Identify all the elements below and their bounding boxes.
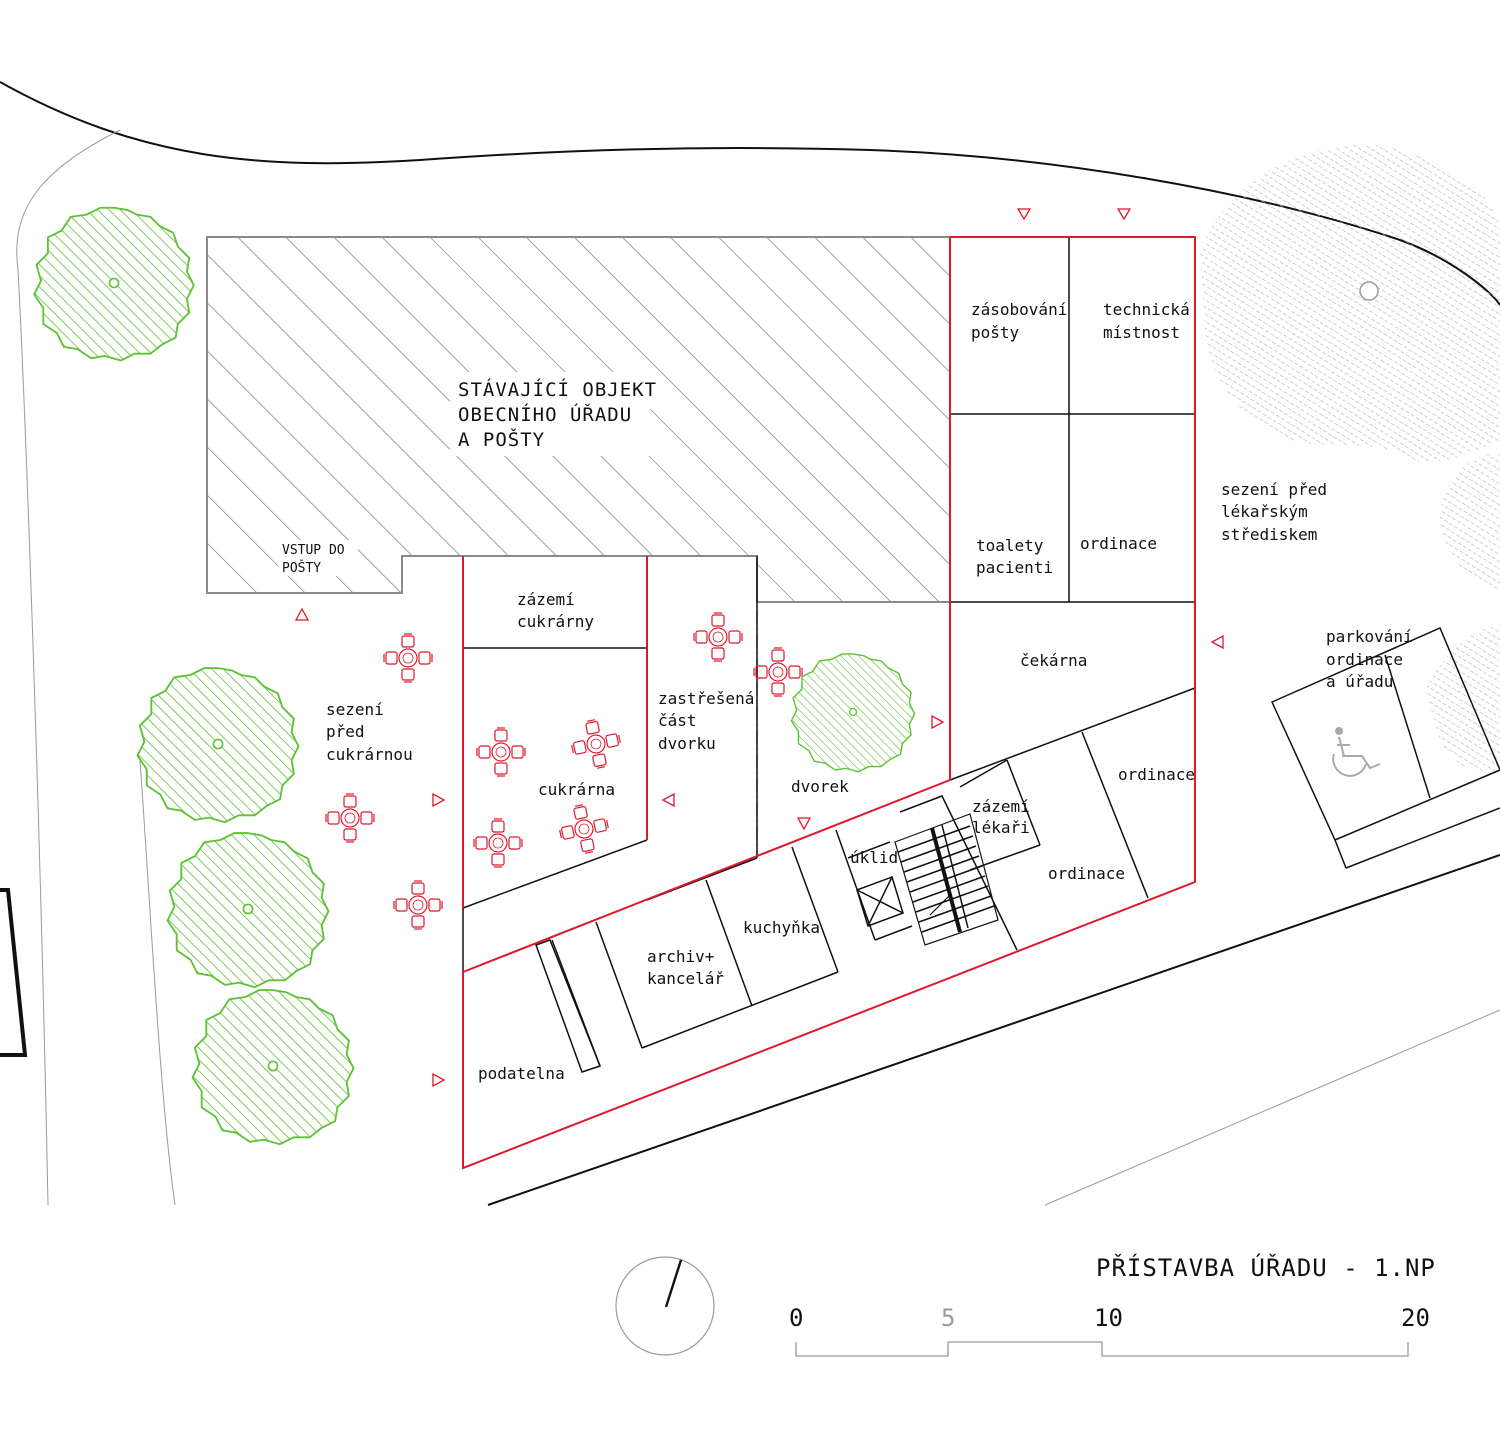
scale-label-5: 5 <box>941 1304 955 1332</box>
outdoor-sezeni-lekarske-label-2: lékařským <box>1221 502 1308 521</box>
existing-building-label-2: OBECNÍHO ÚŘADU <box>458 402 632 426</box>
room-technicka-label-1: technická <box>1103 300 1190 319</box>
room-zastresena-label-2: část <box>658 711 697 730</box>
room-zazemi-cukrarny-label-2: cukrárny <box>517 612 594 631</box>
table-with-four-chairs-icon-3 <box>393 880 443 930</box>
elevator-icon <box>856 876 904 927</box>
room-archiv-label-1: archiv+ <box>647 947 714 966</box>
tree-icon-5 <box>790 653 916 773</box>
existing-tree-grey <box>1359 281 1379 301</box>
greenery-hatch-3 <box>1425 625 1500 772</box>
outdoor-sezeni-cukrarna-label-3: cukrárnou <box>326 745 413 764</box>
tree-icon-3 <box>166 832 330 989</box>
greenery-hatch <box>1200 144 1500 463</box>
existing-label-bg <box>450 372 650 456</box>
outdoor-sezeni-lekarske-label-1: sezení před <box>1221 480 1327 499</box>
room-zazemi-lekari-label-1: zázemí <box>972 797 1030 816</box>
greenery-hatch-2 <box>1440 454 1500 590</box>
outdoor-parkovani-label-1: parkování <box>1326 627 1413 646</box>
post-entrance-label-1: VSTUP DO <box>282 543 345 558</box>
room-toalety-label-1: toalety <box>976 536 1044 555</box>
outdoor-sezeni-cukrarna-label-2: před <box>326 722 365 741</box>
room-toalety-label-2: pacienti <box>976 558 1053 577</box>
scale-label-0: 0 <box>789 1304 803 1332</box>
outdoor-sezeni-lekarske-label-3: střediskem <box>1221 525 1317 544</box>
table-with-four-chairs-icon-2 <box>325 793 375 843</box>
neighbor-building <box>0 888 28 1057</box>
path-left-inner <box>139 759 176 1206</box>
room-zasobovani-label-1: zásobování <box>971 300 1067 319</box>
table-with-four-chairs-icon-9 <box>753 647 803 697</box>
existing-building-label-1: STÁVAJÍCÍ OBJEKT <box>458 378 657 401</box>
staircase <box>894 813 999 946</box>
room-kuchynka-label: kuchyňka <box>743 918 820 937</box>
room-cekarna-label: čekárna <box>1020 651 1087 670</box>
post-entrance-bg <box>278 540 358 576</box>
existing-building-label-3: A POŠTY <box>458 427 545 451</box>
svg-text:archiv+kancelář: archiv+ kancelář <box>647 947 724 988</box>
room-zazemi-lekari-label-2: lékaři <box>972 818 1030 837</box>
room-archiv-label-2: kancelář <box>647 969 724 988</box>
wheelchair-icon <box>1332 727 1381 777</box>
room-cukrarna-label: cukrárna <box>538 780 615 799</box>
outdoor-parkovani-label-2: ordinace <box>1326 650 1403 669</box>
svg-text:VSTUP DO POŠTY: VSTUP DO POŠTY <box>282 543 352 576</box>
table-with-four-chairs-icon-6 <box>473 818 523 868</box>
tree-icon-1 <box>33 206 195 362</box>
table-with-four-chairs-icon-5 <box>566 714 626 774</box>
scale-bar: 0 5 10 20 <box>789 1304 1430 1357</box>
road-bottom-edge <box>487 854 1500 1206</box>
new-building-outline <box>462 236 1196 1170</box>
drawing-title: PŘÍSTAVBA ÚŘADU - 1.NP <box>1096 1252 1436 1282</box>
room-technicka-label-2: místnost <box>1103 323 1180 342</box>
room-zastresena-label-3: dvorku <box>658 734 716 753</box>
entrance-triangle-icons <box>294 208 1224 1088</box>
outdoor-sezeni-cukrarna-label-1: sezení <box>326 700 384 719</box>
room-zazemi-cukrarny-label-1: zázemí <box>517 590 575 609</box>
room-zasobovani-label-2: pošty <box>971 323 1020 342</box>
table-with-four-chairs-icon-8 <box>693 612 743 662</box>
table-with-four-chairs-icon-4 <box>476 727 526 777</box>
room-zastresena-label-1: zastřešená <box>658 689 754 708</box>
road-lower-edge <box>1044 1009 1500 1206</box>
north-arrow-icon <box>615 1256 715 1356</box>
scale-label-10: 10 <box>1094 1304 1123 1332</box>
table-with-four-chairs-icon-7 <box>554 799 614 859</box>
scale-label-20: 20 <box>1401 1304 1430 1332</box>
room-ordinace-top-label: ordinace <box>1080 534 1157 553</box>
svg-text:STÁVAJÍCÍ OBJEKT OBECNÍHO: STÁVAJÍCÍ OBJEKT OBECNÍHO ÚŘADU A POŠTY <box>458 378 669 451</box>
room-podatelna-label: podatelna <box>478 1064 565 1083</box>
path-left-edge <box>16 129 121 1206</box>
room-dvorek-label: dvorek <box>791 777 849 796</box>
room-uklid-label: úklid <box>850 848 898 867</box>
tree-icon-4 <box>191 989 355 1146</box>
room-ordinace-bottom-label: ordinace <box>1048 864 1125 883</box>
room-ordinace-right-label: ordinace <box>1118 765 1195 784</box>
tree-icon-2 <box>136 667 300 824</box>
outdoor-parkovani-label-3: a úřadu <box>1326 672 1393 691</box>
table-with-four-chairs-icon-1 <box>383 633 433 683</box>
post-entrance-label-2: POŠTY <box>282 560 321 576</box>
parking-area <box>1271 627 1500 869</box>
